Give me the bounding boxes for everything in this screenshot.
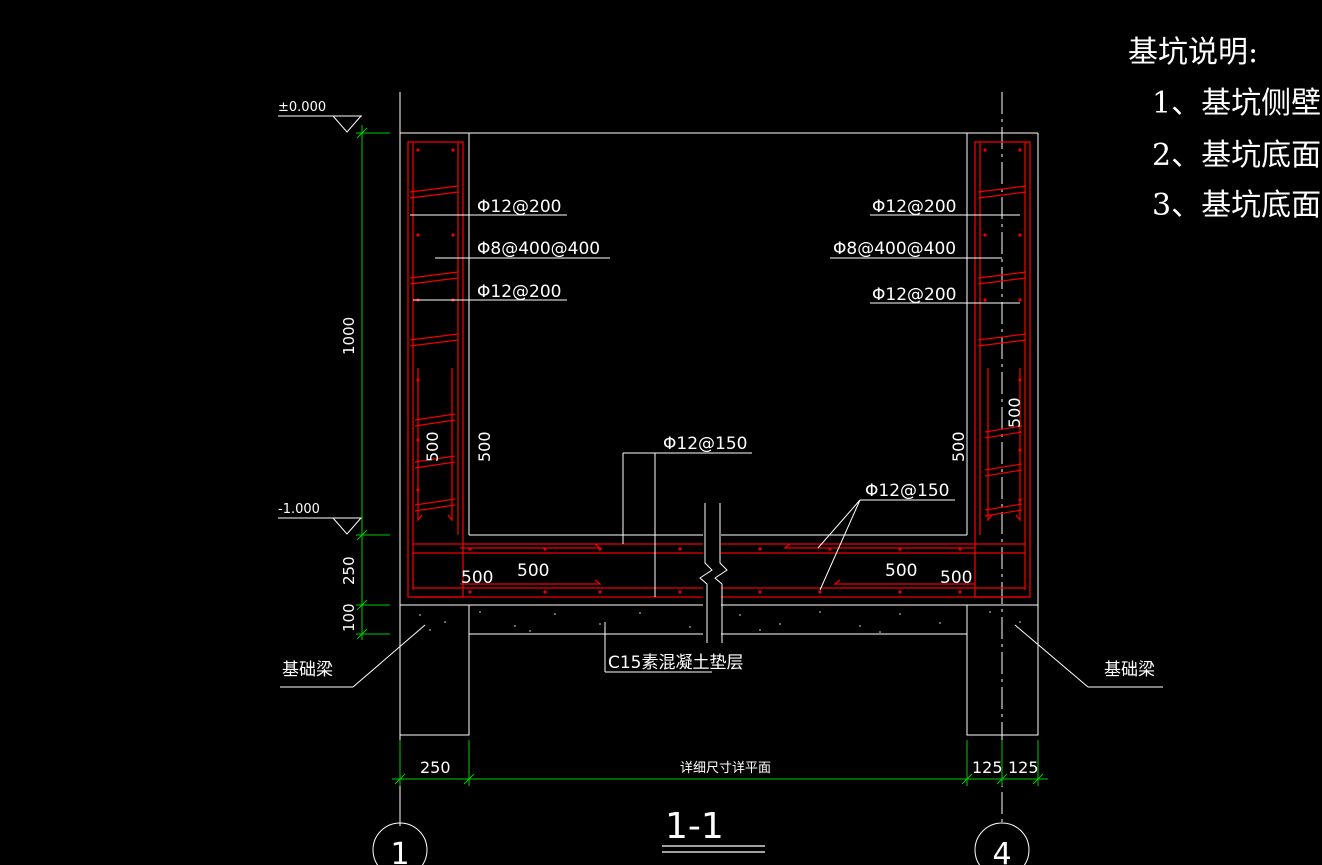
notes-item-3: 3、基坑底面回填 (1152, 188, 1322, 223)
label-right-inner: Φ12@200 (872, 285, 956, 305)
lap-right-outer: 500 (1005, 397, 1024, 428)
label-left-tie: Φ8@400@400 (477, 239, 600, 259)
elevation-top: ±0.000 (278, 100, 326, 115)
dim-bottom-middle: 详细尺寸详平面 (680, 761, 771, 776)
lap-slab-right-top: 500 (885, 561, 917, 581)
label-slab-top: Φ12@150 (663, 434, 747, 454)
section-title: 1-1 (665, 806, 724, 847)
lap-slab-right-bottom: 500 (940, 568, 972, 588)
tie-bars (409, 185, 1027, 517)
lap-left-outer: 500 (423, 431, 442, 462)
label-slab-bottom: Φ12@150 (865, 481, 949, 501)
elevation-marks (278, 115, 362, 535)
label-right-tie: Φ8@400@400 (833, 239, 956, 259)
axis-label-1: 1 (390, 837, 409, 865)
dim-cushion: 100 (340, 603, 358, 632)
left-dimension-line (356, 125, 390, 640)
bottom-dimension-line (392, 740, 1048, 786)
label-left-inner: Φ12@200 (477, 282, 561, 302)
break-symbol (699, 503, 728, 643)
dim-bottom-right1: 125 (972, 758, 1003, 777)
label-right-top: Φ12@200 (872, 197, 956, 217)
cushion-hatch (419, 611, 1021, 633)
beam-label-right: 基础梁 (1104, 660, 1155, 680)
elevation-bottom: -1.000 (278, 502, 320, 517)
lap-left-inner: 500 (475, 431, 494, 462)
rebar-dots (416, 148, 1022, 594)
axis-label-4: 4 (992, 837, 1011, 865)
notes-title: 基坑说明: (1128, 35, 1258, 70)
notes-item-2: 2、基坑底面回填 (1152, 138, 1322, 173)
lap-slab-left-bottom: 500 (461, 568, 493, 588)
lap-slab-left-top: 500 (517, 561, 549, 581)
axis-bubble-4 (974, 822, 1030, 865)
label-left-top: Φ12@200 (477, 197, 561, 217)
notes-item-1: 1、基坑侧壁、底板 (1152, 86, 1322, 121)
axis-bubble-1 (372, 822, 428, 865)
dim-bottom-left: 250 (420, 758, 451, 777)
lap-right-inner: 500 (949, 431, 968, 462)
rebar-leaders (280, 214, 1163, 688)
dim-height: 1000 (340, 317, 358, 355)
dim-slab: 250 (340, 556, 358, 585)
dim-bottom-right2: 125 (1008, 758, 1039, 777)
beam-label-left: 基础梁 (282, 660, 333, 680)
cushion-label: C15素混凝土垫层 (608, 653, 744, 673)
notes-block: 基坑说明: 1、基坑侧壁、底板 2、基坑底面回填 3、基坑底面回填 (1128, 35, 1322, 223)
